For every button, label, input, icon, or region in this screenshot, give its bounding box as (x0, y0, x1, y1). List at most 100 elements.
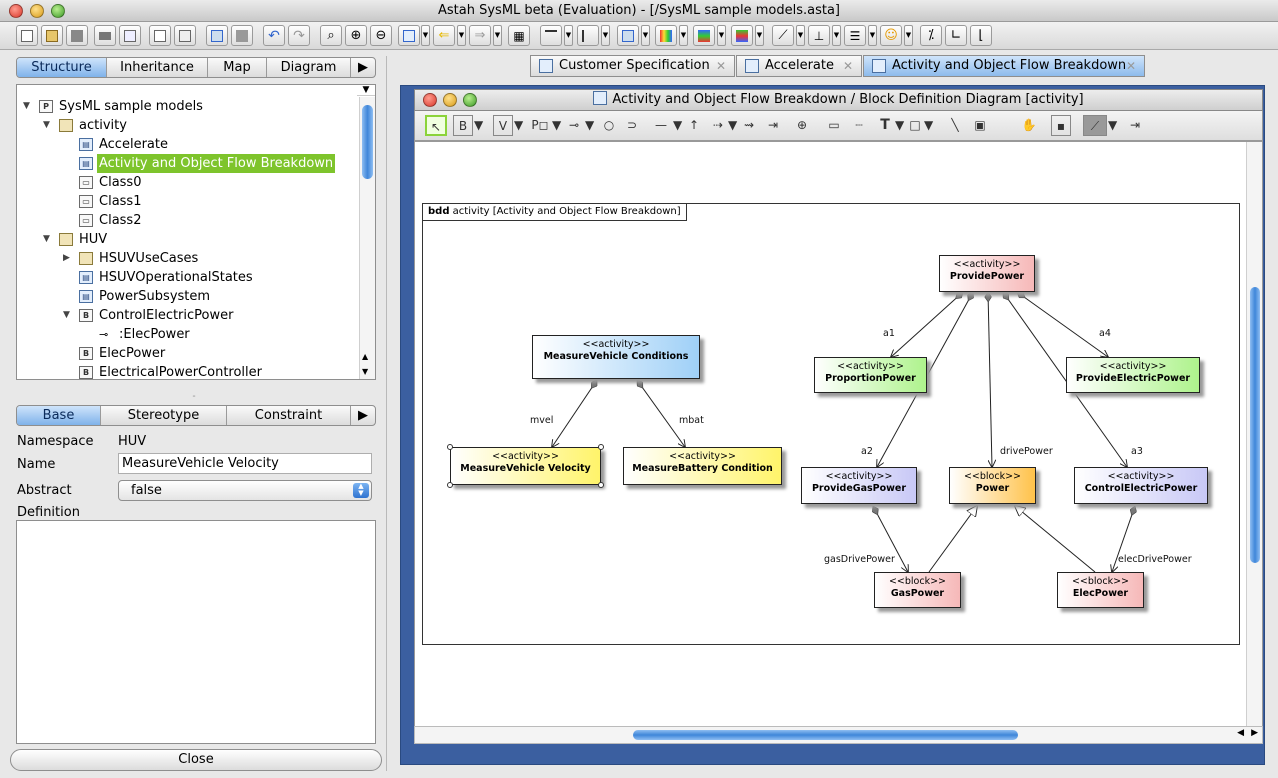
tab-inheritance[interactable]: Inheritance (107, 58, 208, 77)
block-measurevehicle-velocity[interactable]: <<activity>>MeasureVehicle Velocity (447, 444, 604, 488)
block-measurebattery-condition[interactable]: <<activity>>MeasureBattery Condition (623, 447, 782, 485)
block-measurevehicle-conditions[interactable]: <<activity>>MeasureVehicle Conditions (532, 335, 700, 379)
line-style-dropdown[interactable]: ▼ (796, 25, 805, 46)
scroll-left-icon[interactable]: ◀ (1237, 728, 1244, 738)
align-left-button[interactable] (577, 25, 599, 46)
tree-item[interactable]: ▭Class1 (17, 192, 359, 211)
open-file-button[interactable] (41, 25, 63, 46)
line-color-dropdown[interactable]: ▼ (755, 25, 764, 46)
delete-button[interactable] (231, 25, 253, 46)
tree-item[interactable]: ▭Class0 (17, 173, 359, 192)
provided-interface-icon[interactable]: ○— (603, 118, 615, 153)
expanded-triangle-icon[interactable]: ▼ (43, 234, 50, 244)
close-tab-icon[interactable]: ✕ (715, 59, 726, 73)
note-anchor-tool-icon[interactable]: ┈ (855, 118, 863, 132)
usage-tool-icon[interactable]: ⇥ (767, 118, 779, 132)
font-color-dropdown[interactable]: ▼ (717, 25, 726, 46)
save-button[interactable] (66, 25, 88, 46)
print-preview-button[interactable] (119, 25, 141, 46)
note-tool-icon[interactable]: ▭ (828, 118, 840, 132)
block-elecpower[interactable]: <<block>>ElecPower (1057, 572, 1144, 608)
line-style-button[interactable]: ⟋ (772, 25, 794, 46)
close-tab-icon[interactable]: ✕ (1125, 59, 1136, 73)
tab-structure[interactable]: Structure (17, 58, 107, 77)
tab-map[interactable]: Map (208, 58, 267, 77)
new-file-button[interactable] (16, 25, 38, 46)
line-mode-icon[interactable]: ⟋ (1083, 115, 1107, 136)
tab-base[interactable]: Base (17, 406, 101, 425)
print-button[interactable] (94, 25, 116, 46)
line-tool-icon[interactable]: ╲ (951, 118, 959, 132)
dependency-dropdown[interactable]: ▼ (728, 118, 738, 132)
selection-handle[interactable] (598, 444, 604, 450)
selection-handle[interactable] (447, 482, 453, 488)
doc-tab-activity-object-flow[interactable]: Activity and Object Flow Breakdown ✕ (863, 55, 1145, 77)
edit-mode-icon[interactable]: ⁒ (920, 25, 942, 46)
tree-item[interactable]: ▼HUV (17, 230, 359, 249)
canvas-vscroll-thumb[interactable] (1250, 287, 1260, 563)
align-dropdown[interactable]: ▼ (564, 25, 573, 46)
scroll-down-icon[interactable]: ▼ (362, 367, 369, 376)
expanded-triangle-icon[interactable]: ▼ (63, 310, 70, 320)
abstract-select[interactable]: false ▲▼ (118, 480, 372, 501)
tree-item[interactable]: ▤PowerSubsystem (17, 287, 359, 306)
redo-button[interactable]: ↷ (288, 25, 310, 46)
grid-icon[interactable]: ▦ (508, 25, 530, 46)
fit-window-button[interactable] (398, 25, 420, 46)
realization-tool-icon[interactable]: ⇝ (743, 118, 755, 132)
containment-tool-icon[interactable]: ⊕ (796, 118, 808, 132)
edge-a1[interactable] (891, 292, 963, 357)
paste-button[interactable] (174, 25, 196, 46)
close-diagram-icon[interactable] (423, 93, 437, 107)
forward-button[interactable]: ⇒ (469, 25, 491, 46)
doc-tab-customer-specification[interactable]: Customer Specification ✕ (530, 55, 735, 77)
line-color-icon[interactable] (731, 25, 753, 46)
value-type-tool-icon[interactable]: V (493, 115, 513, 136)
tab-stereotype[interactable]: Stereotype (101, 406, 227, 425)
forward-dropdown[interactable]: ▼ (493, 25, 502, 46)
collapsed-triangle-icon[interactable]: ▶ (63, 253, 70, 263)
selection-handle[interactable] (598, 482, 604, 488)
align-left-dropdown[interactable]: ▼ (601, 25, 610, 46)
tree-item[interactable]: ▶HSUVUseCases (17, 249, 359, 268)
generalization-tool-icon[interactable]: ↑ (688, 118, 700, 132)
block-controlelectricpower[interactable]: <<activity>>ControlElectricPower (1074, 467, 1208, 504)
line-right-angle-icon[interactable]: ∟ (945, 25, 967, 46)
tab-constraint[interactable]: Constraint (227, 406, 351, 425)
back-button[interactable]: ⇐ (433, 25, 455, 46)
pin-icon[interactable]: ⇥ (1129, 118, 1141, 132)
color-dropdown[interactable]: ▼ (679, 25, 688, 46)
prop-tab-scroll-right-icon[interactable]: ▶ (358, 408, 368, 423)
canvas-horizontal-scrollbar[interactable]: ◀ ▶ (414, 726, 1263, 744)
block-tool-dropdown[interactable]: ▼ (474, 118, 484, 132)
tree-item[interactable]: ▤HSUVOperationalStates (17, 268, 359, 287)
distribute-icon[interactable]: ☰ (844, 25, 866, 46)
edge-mbat[interactable] (636, 380, 685, 447)
block-providepower[interactable]: <<activity>>ProvidePower (939, 255, 1035, 292)
color-palette-icon[interactable] (655, 25, 677, 46)
undo-button[interactable]: ↶ (263, 25, 285, 46)
tree-layout-icon[interactable]: ⊥ (808, 25, 830, 46)
edge-a4[interactable] (1017, 291, 1108, 357)
interface-tool-icon[interactable]: ⊸ (568, 118, 580, 132)
tab-scroll-right-icon[interactable]: ▶ (358, 60, 368, 75)
block-providegaspower[interactable]: <<activity>>ProvideGasPower (801, 467, 917, 504)
block-provideelectricpower[interactable]: <<activity>>ProvideElectricPower (1066, 357, 1200, 393)
value-type-dropdown[interactable]: ▼ (514, 118, 524, 132)
block-gaspower[interactable]: <<block>>GasPower (874, 572, 961, 608)
block-power[interactable]: <<block>>Power (949, 467, 1036, 504)
tree-item[interactable]: ▼activity (17, 116, 359, 135)
block-tool-icon[interactable]: B (453, 115, 473, 136)
expanded-triangle-icon[interactable]: ▼ (43, 120, 50, 130)
block-proportionpower[interactable]: <<activity>>ProportionPower (814, 357, 927, 393)
dependency-tool-icon[interactable]: ⇢ (712, 118, 724, 132)
canvas-vertical-scrollbar[interactable] (1246, 142, 1262, 726)
gen-gaspower-power[interactable] (928, 506, 977, 573)
doc-tab-accelerate[interactable]: Accelerate ✕ (736, 55, 862, 77)
image-tool-icon[interactable]: ▣ (974, 118, 986, 132)
text-tool-icon[interactable]: T (880, 117, 890, 133)
copy-button[interactable] (149, 25, 171, 46)
smiley-dropdown[interactable]: ▼ (904, 25, 913, 46)
